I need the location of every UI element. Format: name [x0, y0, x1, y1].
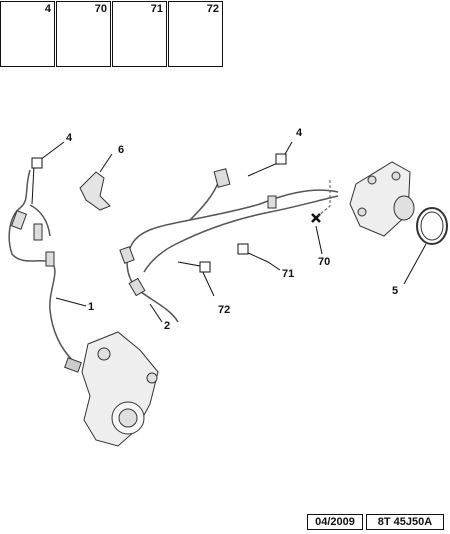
- legend-number: 72: [206, 3, 219, 15]
- legend-number: 71: [150, 3, 163, 15]
- legend-number: 4: [44, 3, 51, 15]
- callout-squares: [31, 153, 287, 273]
- legend-item-70: 70: [56, 1, 111, 67]
- legend-item-4: 4: [0, 1, 55, 67]
- callout-72: 72: [218, 304, 231, 316]
- callout-5: 5: [392, 285, 399, 297]
- connector-left: [10, 210, 55, 267]
- callout-71: 71: [282, 268, 295, 280]
- steering-knuckle-left: [81, 331, 159, 447]
- callout-6: 6: [118, 144, 125, 156]
- footer-reference: 8T 45J50A: [366, 514, 444, 530]
- callout-2: 2: [164, 320, 171, 332]
- callout-4-right: 4: [296, 127, 303, 139]
- callout-4-left: 4: [66, 132, 73, 144]
- connector-right: [119, 168, 277, 297]
- knuckle-sensor: [64, 357, 82, 373]
- legend-item-72: 72: [168, 1, 223, 67]
- bracket-part-6: [79, 171, 111, 211]
- callout-1: 1: [88, 301, 95, 313]
- sensor-ring-part-5: [416, 207, 448, 245]
- legend-number: 70: [94, 3, 107, 15]
- footer-date: 04/2009: [307, 514, 363, 530]
- legend-item-71: 71: [112, 1, 167, 67]
- dashed-guide: [317, 180, 331, 217]
- wheel-hub-right: [349, 161, 415, 237]
- leader-lines: [31, 141, 427, 323]
- sensor-cable-right: [126, 177, 339, 323]
- callout-70: 70: [318, 256, 331, 268]
- sensor-cable-left: [8, 169, 75, 363]
